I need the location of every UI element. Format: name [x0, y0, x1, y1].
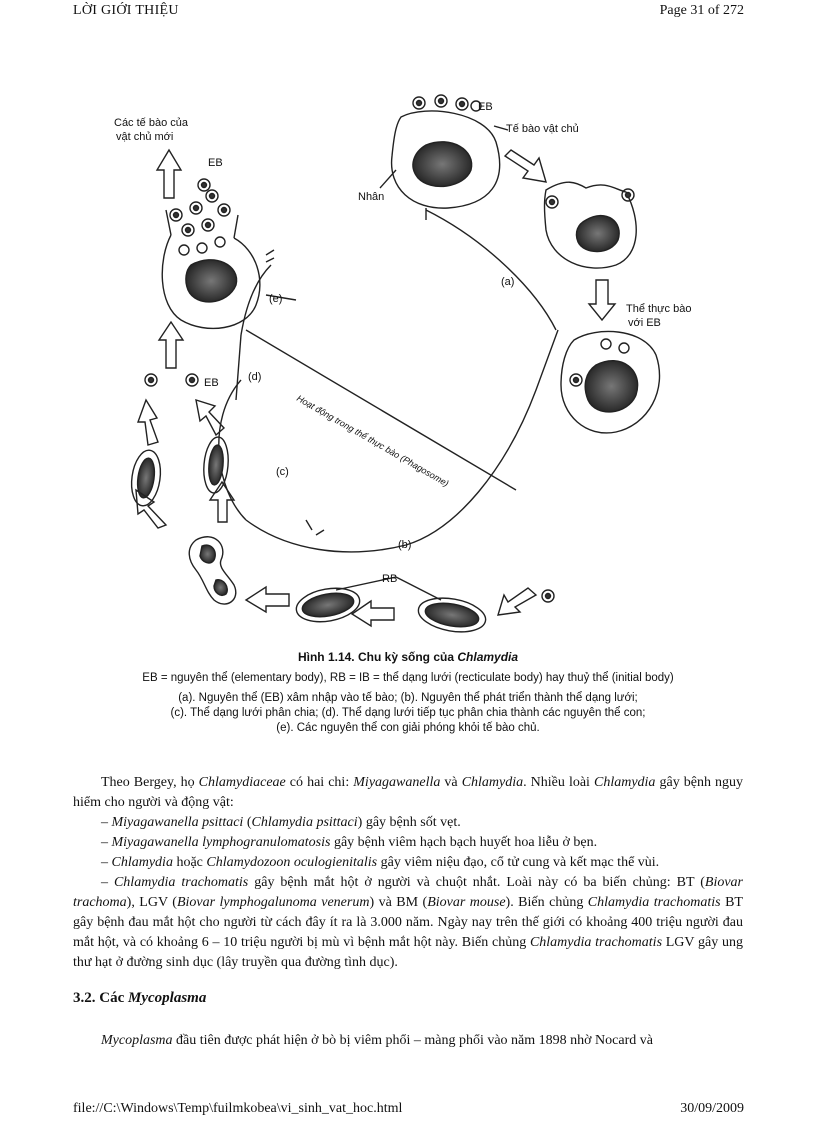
label-host-cell: Tế bào vật chủ	[506, 123, 579, 135]
txt: đầu tiên được phát hiện ở bò bị viêm phổ…	[172, 1033, 653, 1048]
txt: ), LGV (	[126, 895, 177, 910]
label-eb-top-left: EB	[208, 157, 223, 169]
label-phagocytosis-2: với EB	[628, 317, 661, 329]
txt-italic: Chlamydia	[111, 855, 173, 870]
host-cell-attachment	[543, 181, 637, 269]
body-text: Theo Bergey, họ Chlamydiaceae có hai chi…	[73, 773, 743, 973]
rb-dividing-2	[203, 436, 229, 494]
arrow-host-to-attach	[503, 149, 547, 183]
heading-italic: Mycoplasma	[128, 990, 207, 1006]
txt-italic: Chlamydiaceae	[198, 775, 286, 790]
dash: –	[101, 875, 114, 890]
txt: (	[243, 815, 252, 830]
txt-italic: Miyagawanella psittaci	[111, 815, 244, 830]
txt: ). Biến chủng	[505, 895, 588, 910]
caption-abbreviations: EB = nguyên thể (elementary body), RB = …	[142, 672, 674, 684]
label-stage-a: (a)	[501, 276, 514, 288]
txt: và	[440, 775, 462, 790]
txt: BT gây bệnh đau mắt hột cho người từ các…	[73, 895, 743, 950]
txt-italic: Chlamydia psittaci	[251, 815, 358, 830]
txt-italic: Chlamydia trachomatis	[113, 875, 249, 890]
label-eb-top: EB	[478, 101, 493, 113]
rb-binary-fission	[188, 536, 237, 605]
rb-dividing-1	[130, 449, 162, 507]
eb-particles-top	[412, 94, 482, 112]
txt: gây bệnh nguy hiểm cho người và động vật…	[73, 775, 743, 810]
header-title: LỜI GIỚI THIỆU	[73, 3, 179, 18]
list-item-psittaci: – Miyagawanella psittaci (Chlamydia psit…	[73, 813, 743, 833]
txt: LGV gây ung thư hạt ở đường sinh dục (lâ…	[73, 935, 743, 970]
caption-number: Hình 1.14.	[297, 650, 355, 664]
arrow-attach-to-phagosome	[587, 279, 617, 322]
arc-c	[218, 379, 247, 521]
arrow-eb-to-cell	[157, 320, 185, 369]
dash: –	[101, 815, 112, 830]
txt: Theo Bergey, họ	[101, 775, 199, 790]
footer-date: 30/09/2009	[680, 1101, 744, 1116]
arrows-diagonal-up	[137, 398, 226, 446]
chlamydia-life-cycle-figure: Các tế bào của vật chủ mới EB EB Tế bào …	[114, 94, 691, 633]
caption-line-1: (a). Nguyên thể (EB) xâm nhập vào tế bào…	[178, 692, 638, 704]
host-cell-phagocytosis	[560, 330, 661, 434]
arc-a	[425, 209, 557, 331]
nucleus-top	[412, 141, 473, 188]
mycoplasma-paragraph: Mycoplasma đầu tiên được phát hiện ở bò …	[73, 1031, 743, 1051]
txt-italic: Chlamydozoon oculogienitalis	[206, 855, 378, 870]
txt-italic: Chlamydia	[461, 775, 524, 790]
footer-file-path: file://C:\Windows\Temp\fuilmkobea\vi_sin…	[73, 1101, 403, 1116]
label-stage-b: (b)	[398, 539, 411, 551]
txt: gây bệnh mắt hột ở người và chuột nhắt. …	[248, 875, 705, 890]
caption-line-3: (e). Các nguyên thể con giải phóng khỏi …	[276, 722, 540, 734]
txt-italic: Biovar mouse	[427, 895, 506, 910]
txt: ) gây bệnh sốt vẹt.	[357, 815, 461, 830]
caption-title-text: Chu kỳ sống của	[357, 650, 455, 664]
txt-italic: Chlamydia trachomatis	[587, 895, 721, 910]
rb-cell-1	[295, 587, 361, 623]
label-rb: RB	[382, 573, 397, 585]
label-nucleus: Nhân	[358, 191, 384, 203]
arc-b	[245, 329, 559, 553]
txt-italic: Chlamydia	[593, 775, 656, 790]
arrow-release-up	[155, 148, 183, 199]
dash: –	[101, 855, 112, 870]
list-item-oculogienitalis: – Chlamydia hoặc Chlamydozoon oculogieni…	[73, 853, 743, 873]
txt-italic: Biovar trachoma	[73, 875, 743, 910]
txt-italic: Miyagawanella lymphogranulomatosis	[111, 835, 331, 850]
label-stage-c: (c)	[276, 466, 289, 478]
label-stage-e: (e)	[269, 293, 282, 305]
rb-cell-2	[417, 597, 487, 633]
list-item-lymphogranulomatosis: – Miyagawanella lymphogranulomatosis gây…	[73, 833, 743, 853]
arrow-eb-to-rb	[497, 587, 538, 616]
caption-genus: Chlamydia	[457, 650, 519, 664]
arrow-rb-left	[244, 585, 290, 614]
arc-d	[240, 264, 272, 336]
host-cell-top	[390, 110, 501, 209]
label-stage-d: (d)	[248, 371, 261, 383]
label-phagosome: Hoạt động trong thể thực bào (Phagosome)	[295, 393, 451, 489]
dash: –	[101, 835, 112, 850]
label-eb-mid: EB	[204, 377, 219, 389]
heading-number: 3.2. Các	[73, 990, 128, 1006]
txt: . Nhiều loài	[523, 775, 594, 790]
figure-caption-title: Hình 1.14. Chu kỳ sống của Chlamydia	[73, 650, 743, 665]
txt: gây viêm niệu đạo, cổ tử cung và kết mạc…	[377, 855, 660, 870]
txt: gây bệnh viêm hạch bạch huyết hoa liễu ở…	[330, 835, 598, 850]
txt: có hai chi:	[285, 775, 354, 790]
phagosome-line	[245, 329, 517, 491]
txt-italic: Chlamydia trachomatis	[529, 935, 663, 950]
intro-paragraph: Theo Bergey, họ Chlamydiaceae có hai chi…	[73, 773, 743, 813]
host-cell-release	[161, 178, 261, 330]
txt-italic: Mycoplasma	[101, 1033, 173, 1048]
label-new-host-1: Các tế bào của	[114, 117, 189, 129]
txt: hoặc	[172, 855, 207, 870]
list-item-trachomatis: – Chlamydia trachomatis gây bệnh mắt hột…	[73, 873, 743, 973]
page-number: Page 31 of 272	[659, 3, 744, 18]
label-phagocytosis-1: Thể thực bào	[626, 303, 691, 315]
txt: ) và BM (	[369, 895, 428, 910]
section-heading: 3.2. Các Mycoplasma	[73, 990, 206, 1007]
caption-line-2: (c). Thể dạng lưới phân chia; (d). Thể d…	[170, 707, 646, 719]
label-new-host-2: vật chủ mới	[116, 131, 173, 143]
txt-italic: Miyagawanella	[353, 775, 441, 790]
txt-italic: Biovar lymphogalunoma venerum	[176, 895, 370, 910]
